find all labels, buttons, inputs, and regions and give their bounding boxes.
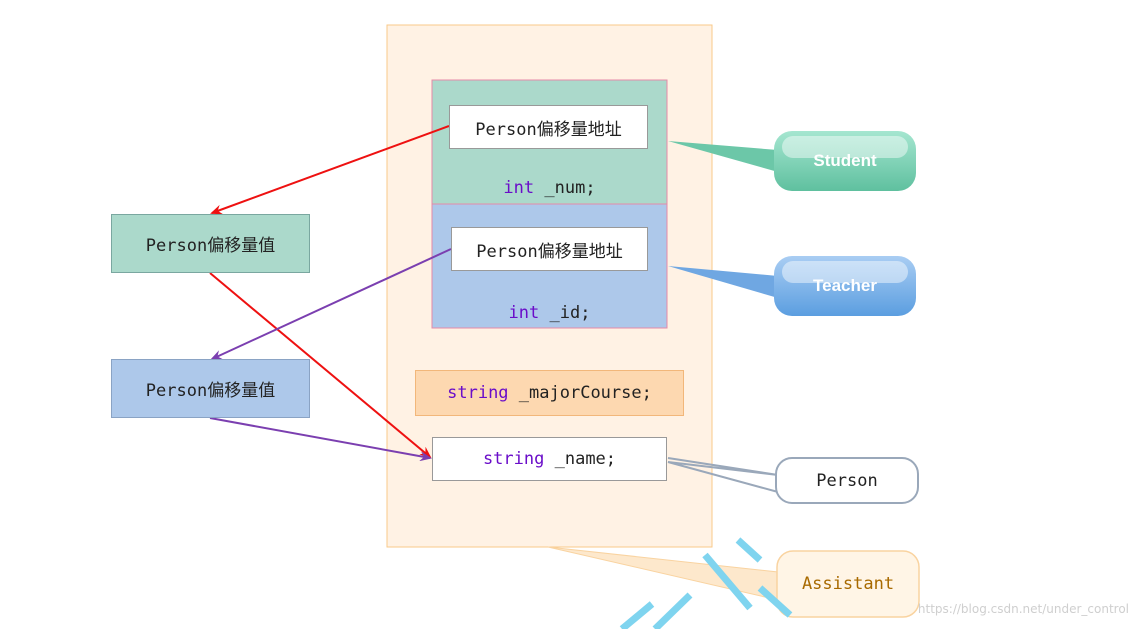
teacher-member-type: int [508,303,540,323]
student-member-semicolon: ; [585,178,596,198]
student-callout-label: Student [813,151,877,170]
student-to-person-arrow [209,272,432,459]
student-callout-gloss [782,136,908,158]
student-callout-tail [668,141,778,172]
student-offset-table: Person偏移量值 [111,214,310,273]
teacher-callout: Teacher [774,256,916,316]
student-offset-table-label: Person偏移量值 [145,236,276,256]
teacher-callout-gloss [782,261,908,283]
watermark-text: https://blog.csdn.net/under_control [917,602,1129,616]
person-callout-tail [667,457,779,493]
teacher-offset-table: Person偏移量值 [111,359,310,418]
teacher-offset-pointer: Person偏移量地址 [451,227,648,271]
assistant-member-majorcourse: string _majorCourse; [415,370,684,416]
assistant-callout-bubble [776,550,920,618]
decorative-stroke-d [735,537,763,563]
majorcourse-member-type: string [447,383,509,403]
student-offset-arrow [210,125,450,215]
student-member-type: int [503,178,535,198]
person-member-type: string [482,449,545,469]
person-callout-bubble [775,457,919,504]
teacher-to-person-arrow [209,417,432,462]
teacher-callout-label: Teacher [813,276,877,295]
student-offset-pointer: Person偏移量地址 [449,105,648,149]
student-callout-bubble [774,131,916,191]
student-offset-pointer-label: Person偏移量地址 [475,119,622,140]
teacher-member-semicolon: ; [580,303,591,323]
decorative-stroke-e [757,585,793,618]
student-member-name: _num [544,178,586,198]
person-member-identifier: _name [554,449,606,469]
assistant-callout-label: Assistant [801,574,895,594]
teacher-member-id: int _id; [432,299,667,327]
teacher-callout-bubble [774,256,916,316]
teacher-offset-pointer-label: Person偏移量地址 [476,241,623,262]
teacher-callout-tail [668,266,778,298]
teacher-offset-table-label: Person偏移量值 [145,381,276,401]
teacher-offset-arrow [210,248,452,360]
person-member-name: string _name; [432,437,667,481]
assistant-callout-tail [547,546,779,601]
decorative-stroke-a [619,601,655,629]
person-callout-label: Person [816,470,878,491]
person-member-semicolon: ; [605,449,617,469]
student-callout: Student [774,131,916,191]
majorcourse-member-semicolon: ; [641,383,652,403]
decorative-stroke-b [652,592,693,629]
majorcourse-member-name: _majorCourse [518,383,642,403]
person-callout: Person [776,458,918,503]
decorative-stroke-c [702,552,753,611]
student-member-num: int _num; [432,174,667,202]
assistant-callout: Assistant [777,551,919,617]
teacher-member-name: _id [549,303,581,323]
